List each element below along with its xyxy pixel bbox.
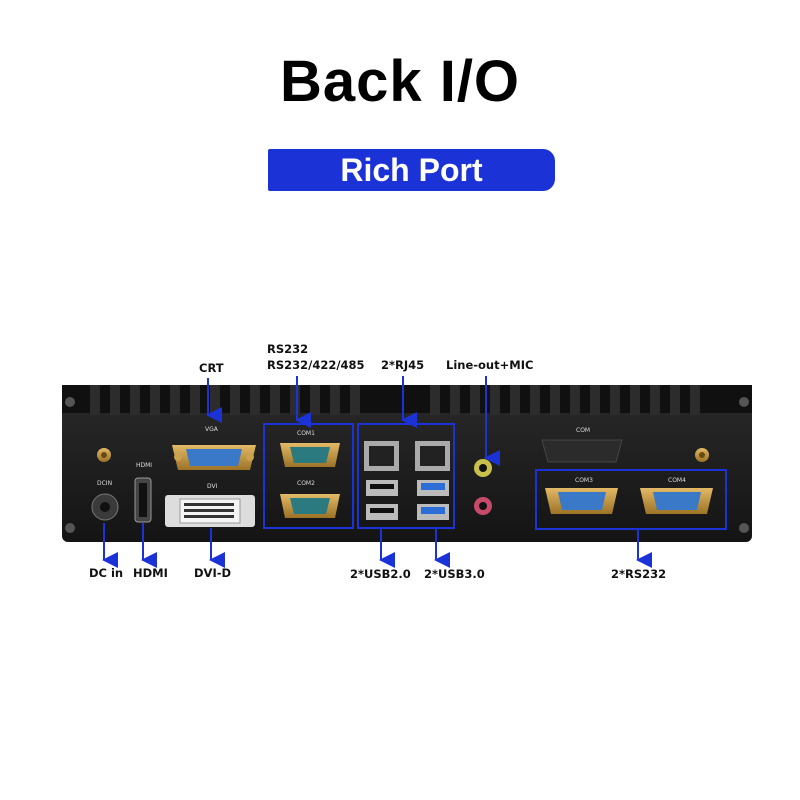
usb3-port-1 [417, 480, 449, 496]
vga-panel-label: VGA [205, 426, 218, 433]
com1-port [280, 443, 340, 467]
usb2-port-2 [366, 504, 398, 520]
com2-panel-label: COM2 [297, 480, 315, 487]
rj45-port-1 [364, 441, 399, 471]
rs232-label: RS232 [267, 342, 309, 356]
dcin-panel-label: DCIN [97, 480, 113, 487]
com2-port [280, 494, 340, 518]
com3-panel-label: COM3 [575, 477, 593, 484]
dvi-port [165, 495, 255, 527]
rj45-label: 2*RJ45 [381, 358, 425, 372]
top-callout-arrows [206, 376, 500, 466]
rs232-422-485-label: RS232/422/485 [267, 358, 365, 372]
hdmi-panel-label: HDMI [136, 462, 153, 469]
rich-port-banner: Rich Port [268, 149, 555, 191]
usb3-port-2 [417, 504, 449, 520]
hdmi-port [134, 477, 152, 523]
line-out-mic-label: Line-out+MIC [446, 358, 534, 372]
mic-jack [474, 497, 492, 515]
dvi-panel-label: DVI [207, 483, 218, 490]
usb2-port-1 [366, 480, 398, 496]
rs232-bottom-label: 2*RS232 [611, 567, 667, 581]
crt-label: CRT [199, 361, 224, 375]
bottom-callout-arrows [102, 523, 652, 568]
usb3-label: 2*USB3.0 [424, 567, 485, 581]
hdmi-label: HDMI [133, 566, 168, 580]
com1-panel-label: COM1 [297, 430, 315, 437]
dc-in-label: DC in [89, 566, 124, 580]
rj45-port-2 [415, 441, 450, 471]
vga-port [172, 445, 256, 470]
dc-in-port [91, 493, 119, 521]
com4-panel-label: COM4 [668, 477, 686, 484]
com-panel-label: COM [576, 427, 591, 434]
antenna-connector-left [97, 448, 111, 462]
com-knockout [541, 439, 623, 463]
usb2-label: 2*USB2.0 [350, 567, 411, 581]
com3-port [545, 488, 618, 514]
page-title: Back I/O [279, 49, 521, 114]
com4-port [640, 488, 713, 514]
dvi-d-label: DVI-D [194, 566, 232, 580]
antenna-connector-right [695, 448, 709, 462]
line-out-jack [474, 459, 492, 477]
